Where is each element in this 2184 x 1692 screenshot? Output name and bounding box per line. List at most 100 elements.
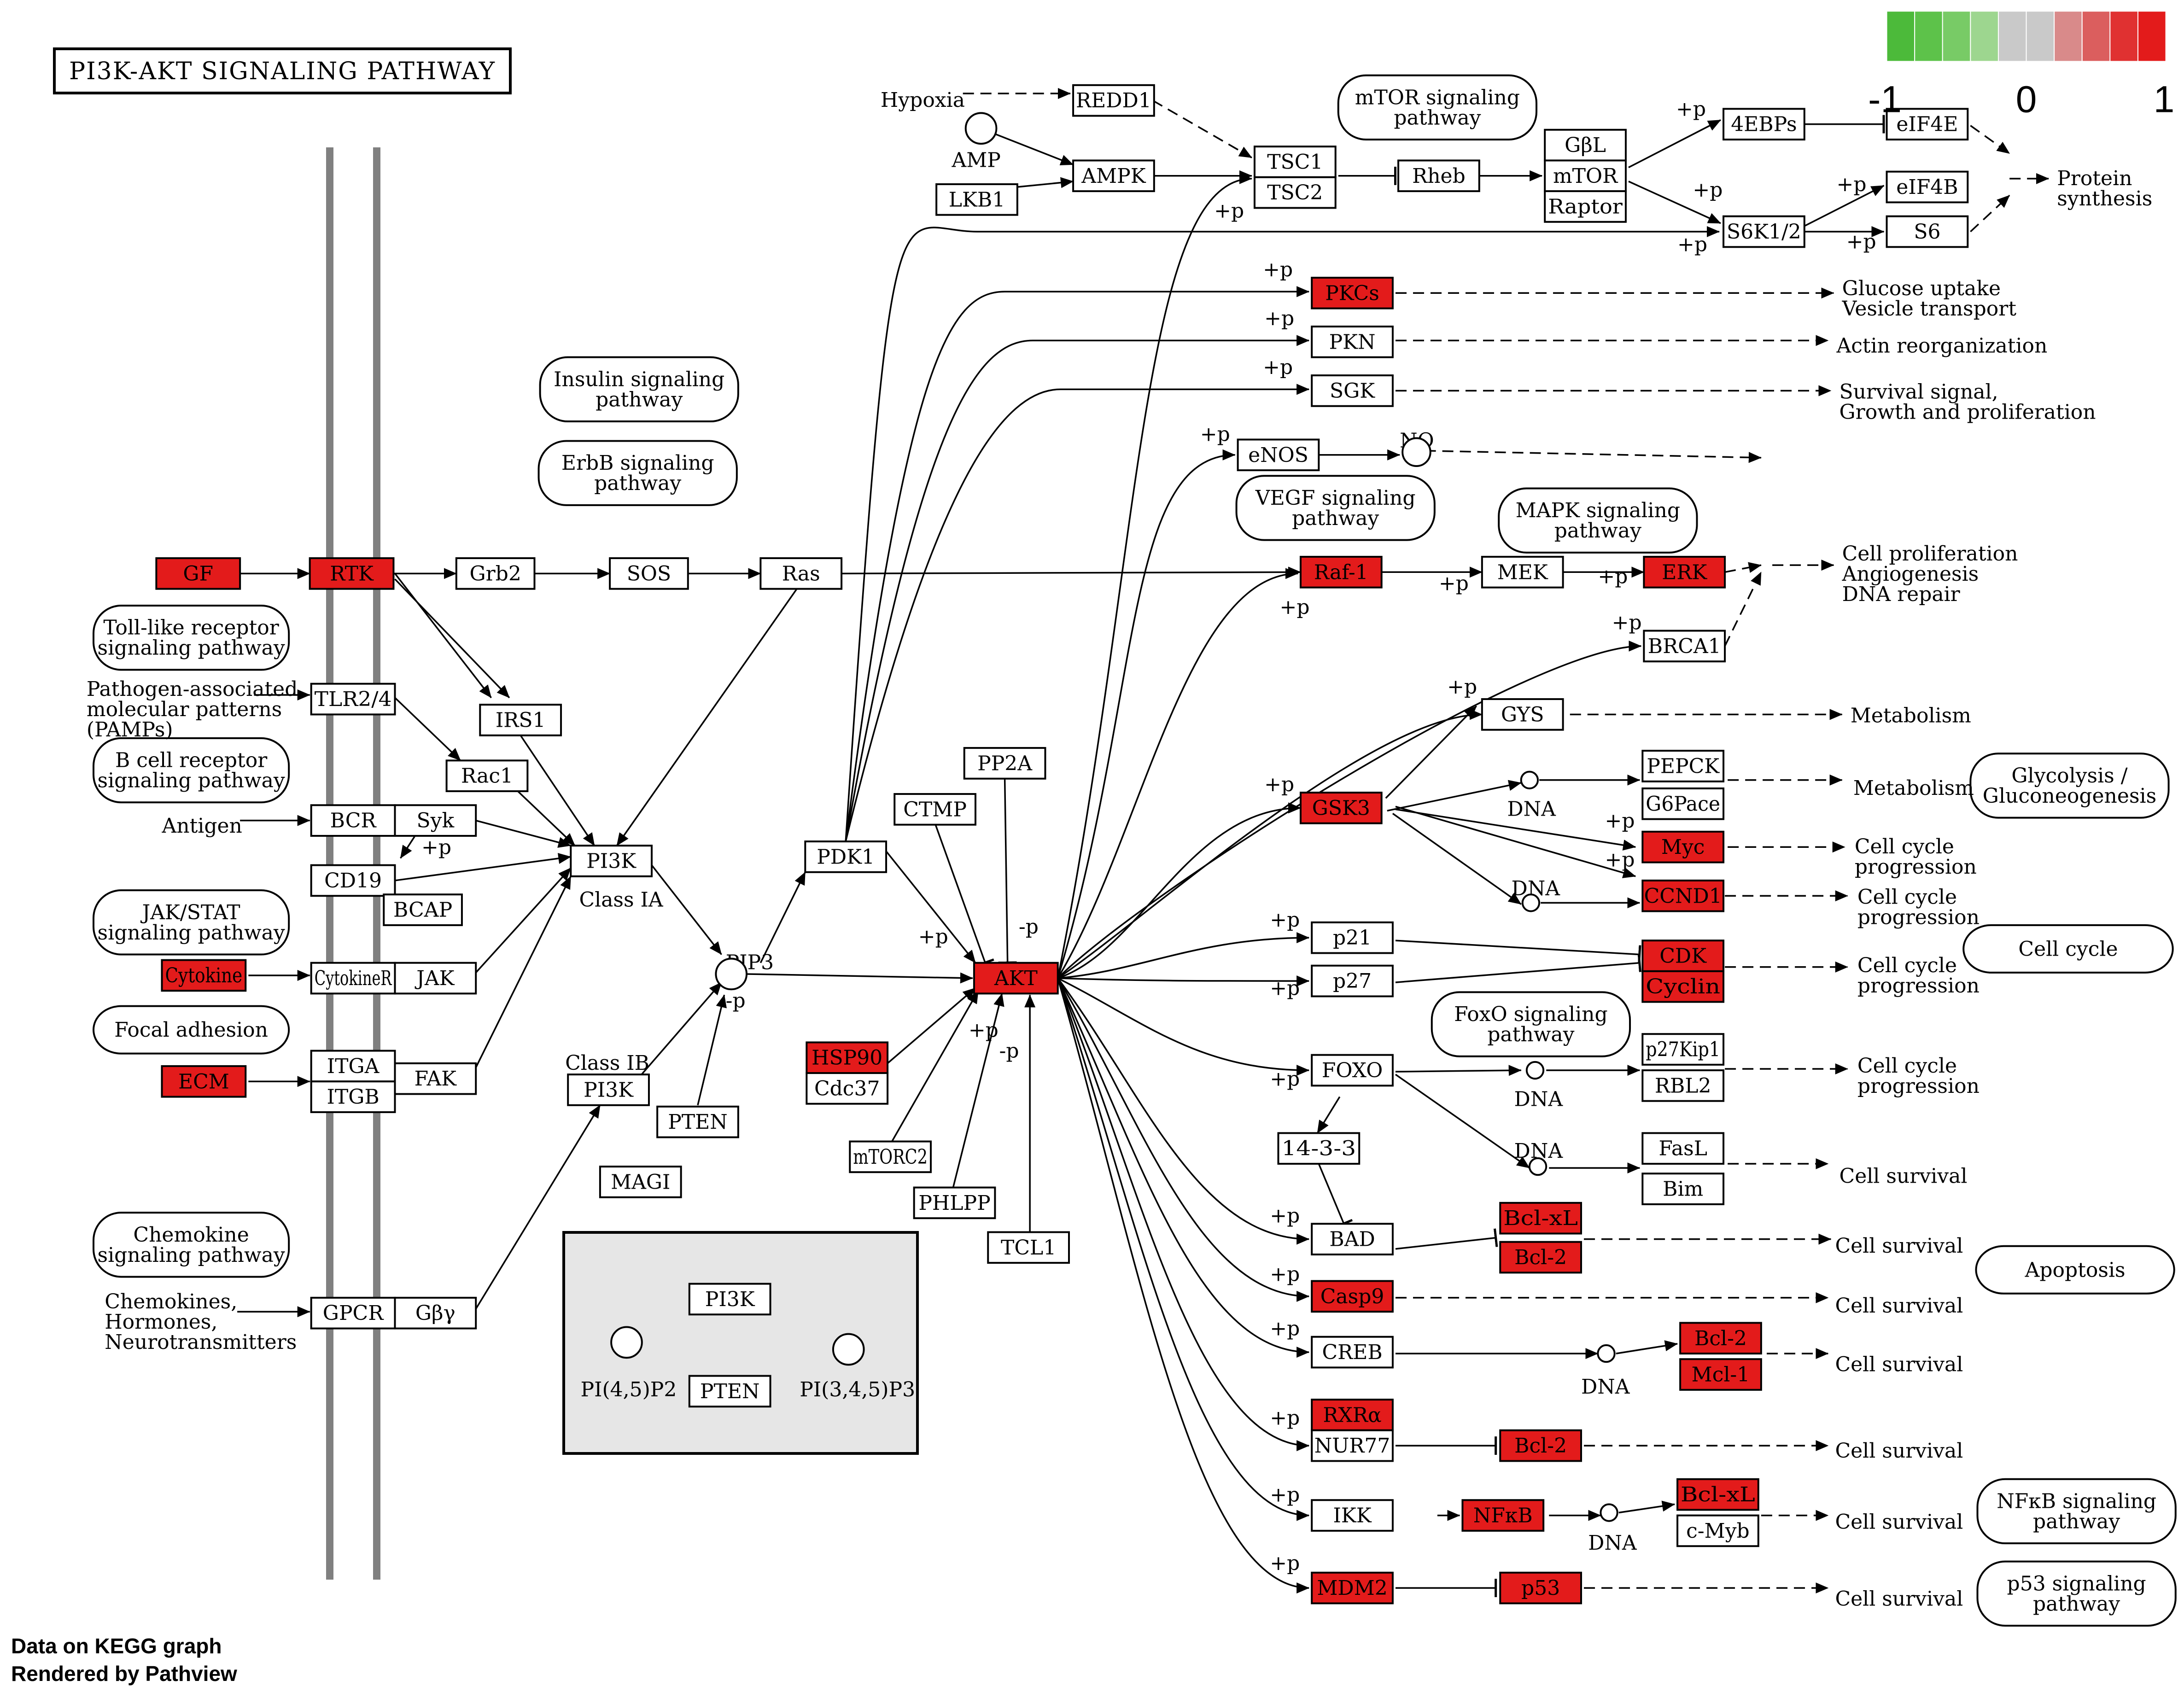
- gene-node-tlr24[interactable]: TLR2/4: [310, 683, 396, 716]
- gene-node-itgb[interactable]: ITGB: [310, 1080, 396, 1113]
- gene-node-pi3k_ib[interactable]: PI3K: [567, 1074, 650, 1106]
- gene-node-bclxl1[interactable]: Bcl-xL: [1499, 1202, 1582, 1235]
- gene-node-bad[interactable]: BAD: [1311, 1223, 1394, 1255]
- gene-node-bcl2a[interactable]: Bcl-2: [1499, 1241, 1582, 1274]
- gene-node-itga[interactable]: ITGA: [310, 1050, 396, 1083]
- gene-node-pdk1[interactable]: PDK1: [804, 840, 888, 873]
- gene-node-bim[interactable]: Bim: [1641, 1173, 1725, 1205]
- gene-node-bcap[interactable]: BCAP: [383, 893, 463, 926]
- pathway-ref-glyco[interactable]: Glycolysis /Gluconeogenesis: [1969, 753, 2170, 819]
- gene-node-syk[interactable]: Syk: [394, 804, 477, 837]
- gene-node-rxra[interactable]: RXRα: [1311, 1399, 1394, 1431]
- gene-node-nur77[interactable]: NUR77: [1311, 1429, 1394, 1462]
- gene-node-sgk[interactable]: SGK: [1311, 374, 1394, 407]
- gene-node-ccnd1[interactable]: CCND1: [1641, 879, 1725, 912]
- gene-node-fak[interactable]: FAK: [394, 1062, 477, 1095]
- gene-node-mcl1[interactable]: Mcl-1: [1679, 1358, 1762, 1391]
- gene-node-cdc37[interactable]: Cdc37: [806, 1072, 889, 1105]
- gene-node-tsc1[interactable]: TSC1: [1253, 146, 1337, 178]
- gene-node-erk[interactable]: ERK: [1643, 555, 1726, 589]
- gene-node-akt[interactable]: AKT: [973, 962, 1059, 995]
- gene-node-tcl1[interactable]: TCL1: [987, 1231, 1070, 1264]
- gene-node-pten[interactable]: PTEN: [656, 1105, 739, 1138]
- gene-node-tsc2[interactable]: TSC2: [1253, 176, 1337, 209]
- pathway-ref-apoptosis[interactable]: Apoptosis: [1975, 1245, 2175, 1295]
- gene-node-ras[interactable]: Ras: [759, 557, 843, 590]
- gene-node-p21[interactable]: p21: [1311, 921, 1394, 954]
- gene-node-ctmp[interactable]: CTMP: [893, 793, 976, 826]
- gene-node-rtk[interactable]: RTK: [309, 557, 395, 590]
- gene-node-bclxl2[interactable]: Bcl-xL: [1676, 1478, 1759, 1511]
- gene-node-ikk[interactable]: IKK: [1311, 1499, 1394, 1532]
- gene-node-ecm[interactable]: ECM: [161, 1065, 247, 1098]
- gene-node-myc[interactable]: Myc: [1641, 830, 1725, 864]
- gene-node-gys[interactable]: GYS: [1481, 698, 1564, 731]
- gene-node-s6k12[interactable]: S6K1/2: [1723, 215, 1805, 248]
- gene-node-eif4b[interactable]: eIF4B: [1886, 170, 1969, 204]
- gene-node-hsp90[interactable]: HSP90: [806, 1041, 889, 1074]
- gene-node-sos[interactable]: SOS: [609, 557, 689, 590]
- gene-node-p53[interactable]: p53: [1499, 1571, 1582, 1604]
- gene-node-ampk[interactable]: AMPK: [1072, 159, 1155, 193]
- gene-node-pi3k_inset[interactable]: PI3K: [688, 1283, 771, 1316]
- gene-node-pten_inset[interactable]: PTEN: [688, 1375, 771, 1408]
- pathway-ref-focal[interactable]: Focal adhesion: [93, 1005, 290, 1055]
- gene-node-phlpp[interactable]: PHLPP: [913, 1186, 996, 1219]
- gene-node-mtor[interactable]: mTOR: [1544, 159, 1627, 193]
- gene-node-magi[interactable]: MAGI: [599, 1166, 682, 1198]
- gene-node-cytokiner[interactable]: CytokineR: [310, 962, 396, 995]
- gene-node-gsk3[interactable]: GSK3: [1299, 792, 1383, 824]
- gene-node-rheb[interactable]: Rheb: [1397, 159, 1480, 193]
- gene-node-pkcs[interactable]: PKCs: [1311, 276, 1394, 309]
- gene-node-bcr[interactable]: BCR: [310, 804, 396, 837]
- gene-node-irs1[interactable]: IRS1: [479, 704, 562, 736]
- gene-node-enos[interactable]: eNOS: [1237, 438, 1320, 472]
- gene-node-eif4e[interactable]: eIF4E: [1886, 108, 1969, 140]
- gene-node-pkn[interactable]: PKN: [1311, 326, 1394, 358]
- gene-node-cd19[interactable]: CD19: [310, 864, 396, 897]
- gene-node-creb[interactable]: CREB: [1311, 1336, 1394, 1369]
- gene-node-nfkb[interactable]: NFκB: [1461, 1499, 1545, 1532]
- gene-node-grb2[interactable]: Grb2: [455, 557, 536, 590]
- gene-node-pi3k_ia[interactable]: PI3K: [570, 845, 653, 877]
- gene-node-raf1[interactable]: Raf-1: [1299, 555, 1383, 589]
- gene-node-p27kip1[interactable]: p27Kip1: [1641, 1033, 1725, 1066]
- gene-node-foxo[interactable]: FOXO: [1311, 1054, 1394, 1087]
- gene-node-cyclin[interactable]: Cyclin: [1641, 970, 1725, 1003]
- gene-node-gf[interactable]: GF: [155, 557, 241, 590]
- gene-node-p27[interactable]: p27: [1311, 964, 1394, 998]
- gene-node-cdk[interactable]: CDK: [1641, 939, 1725, 972]
- gene-node-rac1[interactable]: Rac1: [445, 759, 529, 793]
- gene-node-jak[interactable]: JAK: [394, 962, 477, 995]
- gene-node-rbl2[interactable]: RBL2: [1641, 1069, 1725, 1102]
- gene-node-cmyb[interactable]: c-Myb: [1676, 1514, 1759, 1547]
- gene-node-bcl2b[interactable]: Bcl-2: [1679, 1322, 1762, 1355]
- gene-node-pp2a[interactable]: PP2A: [963, 747, 1046, 780]
- gene-node-1433[interactable]: 14-3-3: [1277, 1132, 1361, 1165]
- gene-node-4ebps[interactable]: 4EBPs: [1723, 108, 1805, 140]
- gene-node-gby[interactable]: Gβγ: [394, 1296, 477, 1330]
- pathway-ref-cellcycle[interactable]: Cell cycle: [1962, 924, 2174, 974]
- gene-node-s6[interactable]: S6: [1886, 215, 1969, 248]
- gene-node-fasl[interactable]: FasL: [1641, 1132, 1725, 1165]
- gene-node-g6pace[interactable]: G6Pace: [1641, 787, 1725, 820]
- gene-node-redd1[interactable]: REDD1: [1072, 84, 1155, 117]
- gene-node-gbl[interactable]: GβL: [1544, 128, 1627, 162]
- gene-node-raptor[interactable]: Raptor: [1544, 190, 1627, 223]
- gene-node-mdm2[interactable]: MDM2: [1311, 1571, 1394, 1604]
- gene-node-mtorc2[interactable]: mTORC2: [849, 1140, 932, 1173]
- gene-node-gpcr[interactable]: GPCR: [310, 1296, 396, 1330]
- gene-node-bcl2c[interactable]: Bcl-2: [1499, 1429, 1582, 1462]
- gene-node-lkb1[interactable]: LKB1: [935, 183, 1018, 216]
- gene-node-brca1[interactable]: BRCA1: [1643, 630, 1726, 663]
